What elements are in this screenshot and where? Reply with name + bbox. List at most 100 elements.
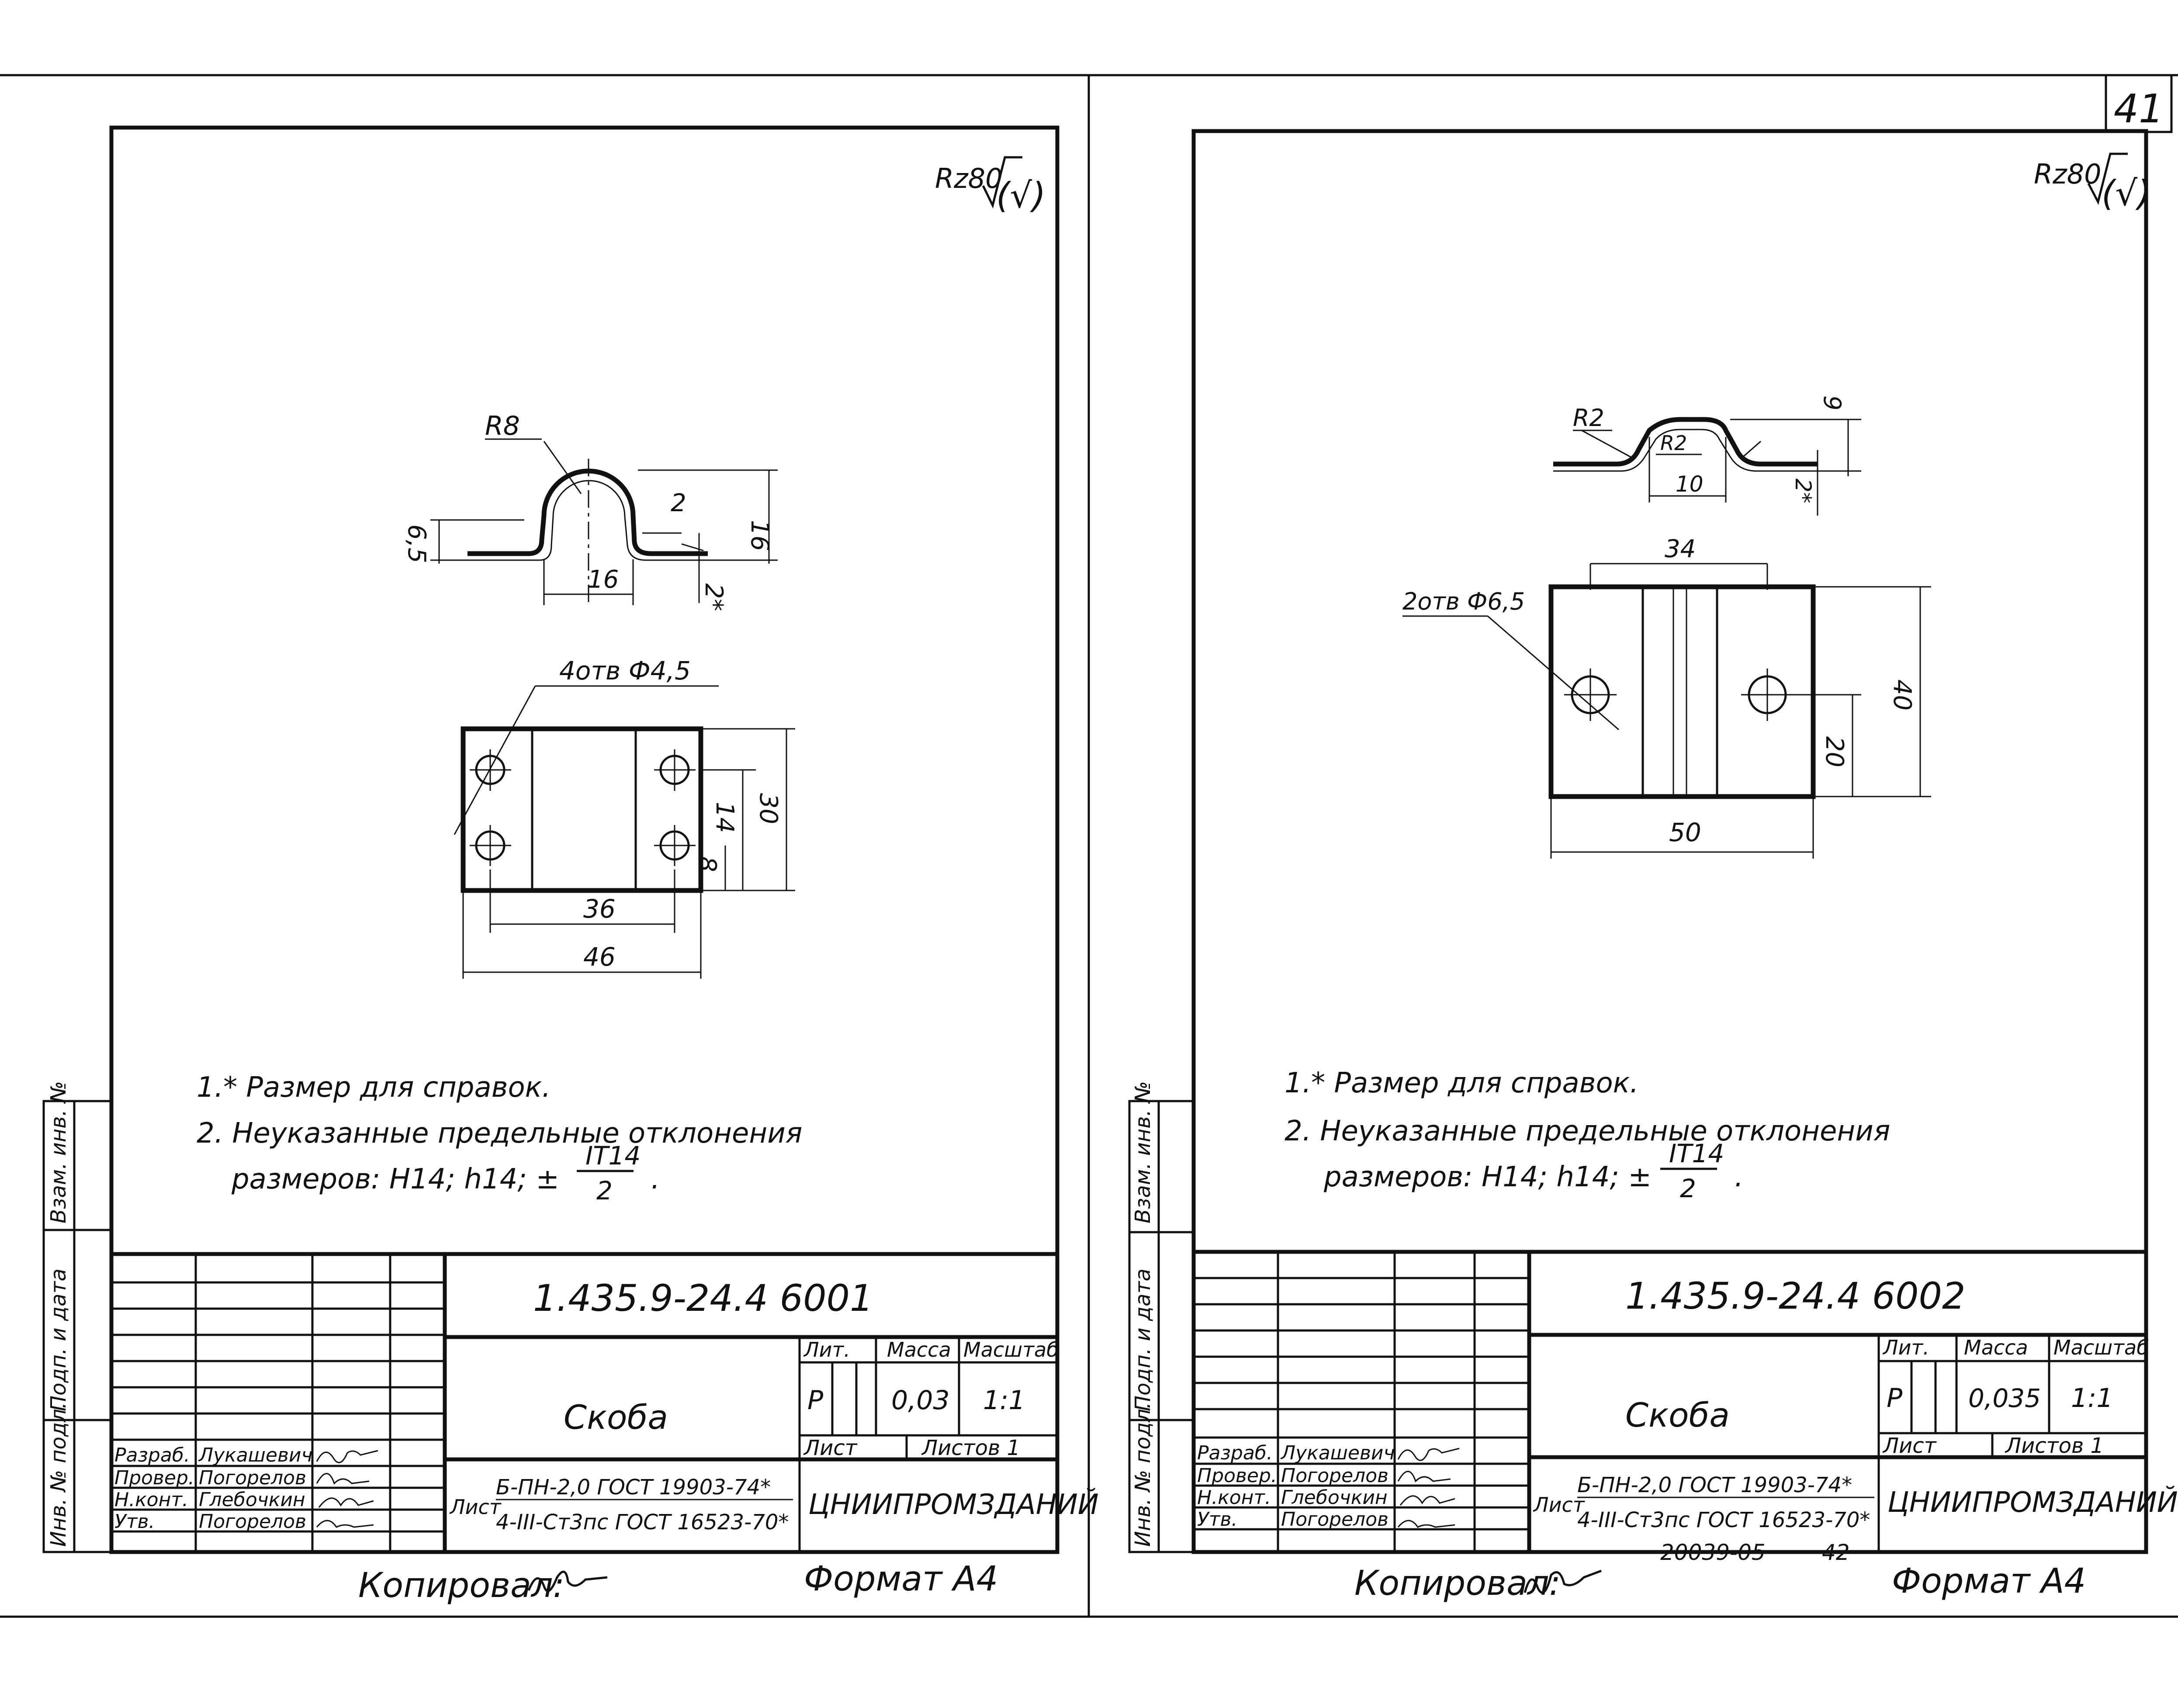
bracket-side-view: R2 R2 10 9 2* bbox=[1553, 395, 1861, 516]
sheet-left: Rz80 (√) R8 16 2 16 bbox=[42, 125, 1099, 1605]
svg-text:(√): (√) bbox=[2102, 173, 2151, 214]
svg-text:.: . bbox=[651, 1163, 660, 1195]
page-number: 41 bbox=[2114, 86, 2164, 132]
svg-text:Инв. № подл.: Инв. № подл. bbox=[1131, 1402, 1155, 1547]
svg-text:Провер.: Провер. bbox=[1197, 1465, 1277, 1487]
page-frame: 41 bbox=[0, 74, 2178, 1618]
svg-text:Погорелов: Погорелов bbox=[1281, 1465, 1389, 1487]
svg-text:1.* Размер для справок.: 1.* Размер для справок. bbox=[197, 1071, 551, 1104]
dim-h16: 16 bbox=[745, 520, 774, 551]
svg-text:Взам. инв. №: Взам. инв. № bbox=[1131, 1081, 1155, 1223]
svg-text:1.* Размер для справок.: 1.* Размер для справок. bbox=[1285, 1067, 1639, 1099]
dim-40: 40 bbox=[1888, 679, 1916, 710]
drawing-frame bbox=[109, 125, 1060, 1554]
dim-r2-inner: R2 bbox=[1660, 431, 1687, 455]
svg-text:Взам. инв. №: Взам. инв. № bbox=[46, 1081, 71, 1223]
svg-text:.: . bbox=[1735, 1161, 1743, 1193]
svg-text:Погорелов: Погорелов bbox=[199, 1467, 306, 1489]
svg-text:1:1: 1:1 bbox=[2071, 1383, 2113, 1414]
dim-30: 30 bbox=[754, 793, 783, 824]
organization: ЦНИИПРОМЗДАНИЙ bbox=[808, 1488, 1099, 1521]
material-line-1: Б-ПН-2,0 ГОСТ 19903-74* bbox=[1577, 1473, 1852, 1497]
svg-text:Р: Р bbox=[1887, 1383, 1903, 1414]
svg-text:0,035: 0,035 bbox=[1968, 1383, 2041, 1413]
svg-text:Глебочкин: Глебочкин bbox=[199, 1489, 305, 1511]
svg-text:Формат А4: Формат А4 bbox=[804, 1559, 998, 1599]
stamp-page: 42 bbox=[1822, 1540, 1850, 1565]
doc-code: 1.435.9-24.4 6001 bbox=[533, 1277, 873, 1320]
dim-6-5: 6,5 bbox=[402, 524, 431, 563]
svg-text:Н.конт.: Н.конт. bbox=[114, 1489, 188, 1511]
side-stamp: Взам. инв. № Подп. и дата Инв. № подл. bbox=[1128, 1081, 1195, 1553]
svg-text:Р: Р bbox=[807, 1385, 824, 1416]
drawing-frame bbox=[1191, 129, 2148, 1554]
bracket-plan-view: 34 2отв Ф6,5 40 20 50 bbox=[1402, 535, 1931, 859]
dim-2-star: 2* bbox=[1790, 478, 1816, 503]
svg-text:Утв.: Утв. bbox=[1197, 1508, 1237, 1531]
holes-label: 2отв Ф6,5 bbox=[1402, 588, 1525, 615]
svg-text:Разраб.: Разраб. bbox=[1197, 1442, 1273, 1464]
part-name: Скоба bbox=[1625, 1396, 1730, 1434]
copy-line: Копировал: 20039-05 42 Формат А4 bbox=[1354, 1540, 2086, 1603]
svg-text:IT14: IT14 bbox=[585, 1141, 641, 1171]
svg-text:Формат А4: Формат А4 bbox=[1892, 1562, 2086, 1601]
svg-text:Подп. и дата: Подп. и дата bbox=[46, 1268, 71, 1411]
svg-text:Лукашевич: Лукашевич bbox=[198, 1444, 313, 1466]
doc-code: 1.435.9-24.4 6002 bbox=[1625, 1275, 1965, 1317]
dim-9: 9 bbox=[1818, 395, 1846, 410]
material-line-2: 4-III-Ст3пс ГОСТ 16523-70* bbox=[1577, 1508, 1870, 1532]
dim-10: 10 bbox=[1676, 471, 1704, 497]
holes-label: 4отв Ф4,5 bbox=[559, 656, 691, 686]
svg-text:Лит.: Лит. bbox=[803, 1338, 850, 1362]
notes: 1.* Размер для справок. 2. Неуказанные п… bbox=[1285, 1067, 1890, 1203]
dim-r8: R8 bbox=[485, 411, 520, 441]
svg-text:Погорелов: Погорелов bbox=[199, 1511, 306, 1533]
dim-36: 36 bbox=[583, 894, 616, 924]
svg-text:Копировал:: Копировал: bbox=[358, 1566, 564, 1605]
material-line-2: 4-III-Ст3пс ГОСТ 16523-70* bbox=[496, 1510, 789, 1535]
svg-text:Масса: Масса bbox=[887, 1338, 951, 1362]
copy-line: Копировал: Формат А4 bbox=[358, 1559, 998, 1605]
sheet-right: Rz80 (√) R2 R2 10 9 2* bbox=[1128, 129, 2178, 1603]
stamp-code: 20039-05 bbox=[1660, 1540, 1766, 1565]
title-block: 1.435.9-24.4 6002 Скоба Лит. Масса Масшт… bbox=[1194, 1250, 2178, 1552]
roughness-symbol: Rz80 (√) bbox=[2034, 152, 2151, 214]
organization: ЦНИИПРОМЗДАНИЙ bbox=[1887, 1486, 2178, 1519]
svg-text:Лист: Лист bbox=[1533, 1493, 1585, 1517]
svg-text:Подп. и дата: Подп. и дата bbox=[1131, 1268, 1155, 1411]
roughness-symbol: Rz80 (√) bbox=[935, 156, 1046, 216]
svg-text:0,03: 0,03 bbox=[891, 1385, 950, 1416]
dim-34: 34 bbox=[1665, 535, 1696, 563]
svg-text:размеров: Н14; h14; ±: размеров: Н14; h14; ± bbox=[1323, 1161, 1652, 1193]
svg-text:Провер.: Провер. bbox=[114, 1467, 194, 1489]
dim-14: 14 bbox=[710, 802, 739, 833]
copyist-signature bbox=[527, 1570, 608, 1592]
svg-text:Rz80: Rz80 bbox=[2034, 158, 2102, 190]
svg-text:Листов 1: Листов 1 bbox=[2005, 1434, 2104, 1458]
svg-text:Разраб.: Разраб. bbox=[114, 1444, 190, 1466]
svg-text:2. Неуказанные предельные откл: 2. Неуказанные предельные отклонения bbox=[197, 1117, 802, 1150]
bracket-side-view: R8 16 2 16 6,5 2* bbox=[402, 411, 778, 611]
svg-text:Лист: Лист bbox=[803, 1436, 858, 1460]
svg-text:Лист: Лист bbox=[1882, 1434, 1937, 1458]
side-stamp: Взам. инв. № Подп. и дата Инв. № подл. bbox=[42, 1081, 113, 1553]
dim-2-star: 2* bbox=[699, 583, 728, 611]
svg-text:Глебочкин: Глебочкин bbox=[1281, 1486, 1388, 1509]
part-name: Скоба bbox=[564, 1398, 668, 1437]
svg-text:Масштаб: Масштаб bbox=[963, 1338, 1059, 1362]
svg-text:2: 2 bbox=[1680, 1174, 1696, 1203]
signatures bbox=[1397, 1448, 1460, 1528]
svg-text:Лукашевич: Лукашевич bbox=[1280, 1442, 1395, 1464]
svg-text:2. Неуказанные предельные откл: 2. Неуказанные предельные отклонения bbox=[1285, 1115, 1890, 1147]
svg-text:Копировал:: Копировал: bbox=[1354, 1564, 1561, 1603]
material-line-1: Б-ПН-2,0 ГОСТ 19903-74* bbox=[496, 1475, 771, 1500]
signatures bbox=[316, 1450, 378, 1528]
notes: 1.* Размер для справок. 2. Неуказанные п… bbox=[197, 1071, 802, 1206]
svg-text:размеров: Н14; h14; ±: размеров: Н14; h14; ± bbox=[231, 1163, 559, 1195]
copyist-signature bbox=[1524, 1569, 1602, 1594]
svg-text:Инв. № подл.: Инв. № подл. bbox=[46, 1402, 71, 1547]
svg-text:IT14: IT14 bbox=[1669, 1139, 1724, 1168]
svg-text:Погорелов: Погорелов bbox=[1281, 1508, 1389, 1531]
svg-text:Утв.: Утв. bbox=[114, 1511, 155, 1533]
svg-text:Лит.: Лит. bbox=[1882, 1336, 1929, 1359]
